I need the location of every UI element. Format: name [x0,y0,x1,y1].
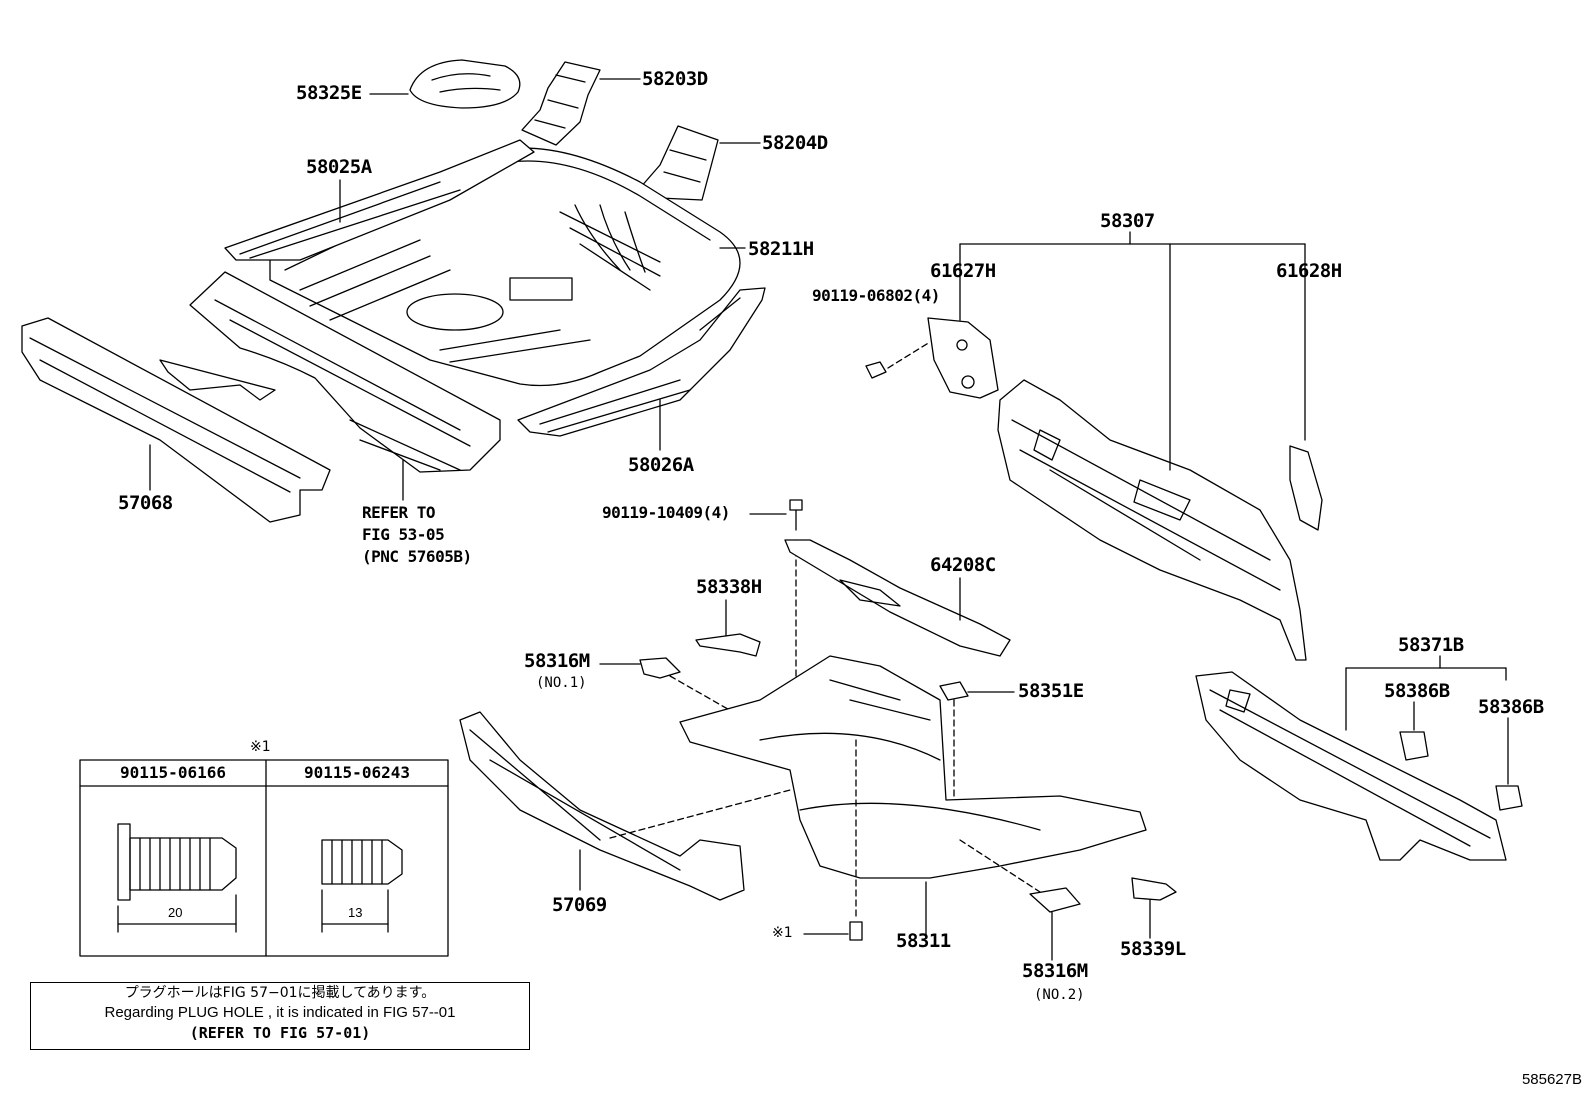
label-58204D: 58204D [762,132,828,154]
floor-crossmember-drawing [189,271,501,501]
label-58386B-b: 58386B [1478,696,1544,718]
figure-number: 585627B [1521,1071,1582,1088]
plug-table-part-1: 90115-06166 [120,763,226,782]
notice-japanese: プラグホールはFIG 57−01に掲載してあります。 [124,985,436,1001]
label-58325E: 58325E [296,82,362,104]
label-58025A: 58025A [306,156,372,178]
clip-mark1-drawing [803,739,863,941]
part-58311-drawing [679,655,1147,937]
refer-note-line-3: (PNC 57605B) [362,547,472,566]
part-58316M-no1-drawing [599,657,741,717]
label-61627H: 61627H [930,260,996,282]
part-58316M-no2-drawing [959,839,1081,961]
label-58316M-no2: 58316M [1022,960,1088,982]
label-57068: 57068 [118,492,173,514]
label-58316M-no1: 58316M [524,650,590,672]
part-58351E-drawing [939,681,1015,801]
label-58203D: 58203D [642,68,708,90]
part-57069-drawing [459,711,791,901]
refer-note: REFER TO FIG 53-05 (PNC 57605B) [362,502,472,568]
plug-90115-06166-drawing [117,823,237,933]
label-90119-10409: 90119-10409(4) [602,503,730,522]
part-57068-drawing [21,317,331,523]
label-61628H: 61628H [1276,260,1342,282]
label-58338H: 58338H [696,576,762,598]
label-58311: 58311 [896,930,951,952]
part-61628H-drawing [1289,445,1323,531]
label-58386B-a: 58386B [1384,680,1450,702]
part-58307-drawing [959,231,1307,661]
label-58316M-no2-sub: (NO.2) [1034,987,1085,1003]
label-57069: 57069 [552,894,607,916]
refer-note-line-2: FIG 53-05 [362,525,445,544]
part-58339L-drawing [1131,877,1177,939]
label-58307: 58307 [1100,210,1155,232]
plug-table-dim-2: 13 [348,905,363,920]
part-58025A-drawing [224,139,535,261]
plug-table-part-2: 90115-06243 [304,763,410,782]
part-58204D-drawing [639,125,761,201]
label-58316M-no1-sub: (NO.1) [536,675,587,691]
label-58371B: 58371B [1398,634,1464,656]
plug-90115-06243-drawing [321,839,403,933]
part-61627H-drawing [865,317,999,399]
label-64208C: 64208C [930,554,996,576]
plug-hole-notice: プラグホールはFIG 57−01に掲載してあります。 Regarding PLU… [30,982,530,1050]
plug-table-dim-1: 20 [168,905,183,920]
refer-note-line-1: REFER TO [362,503,436,522]
part-58338H-drawing [695,599,761,657]
part-58325E-drawing [369,59,521,109]
label-58211H: 58211H [748,238,814,260]
part-58203D-drawing [521,61,641,146]
label-clip-mark1: ※1 [772,925,793,941]
plug-table [79,759,449,957]
label-58351E: 58351E [1018,680,1084,702]
plug-table-mark: ※1 [250,739,271,755]
label-90119-06802: 90119-06802(4) [812,286,940,305]
part-58386B-drawing [1399,701,1523,811]
notice-reference: (REFER TO FIG 57-01) [189,1024,371,1042]
part-64208C-drawing [784,539,1011,657]
notice-english: Regarding PLUG HOLE , it is indicated in… [104,1004,456,1021]
part-58371B-drawing [1195,655,1507,861]
label-58026A: 58026A [628,454,694,476]
label-58339L: 58339L [1120,938,1186,960]
part-58026A-drawing [517,287,766,451]
